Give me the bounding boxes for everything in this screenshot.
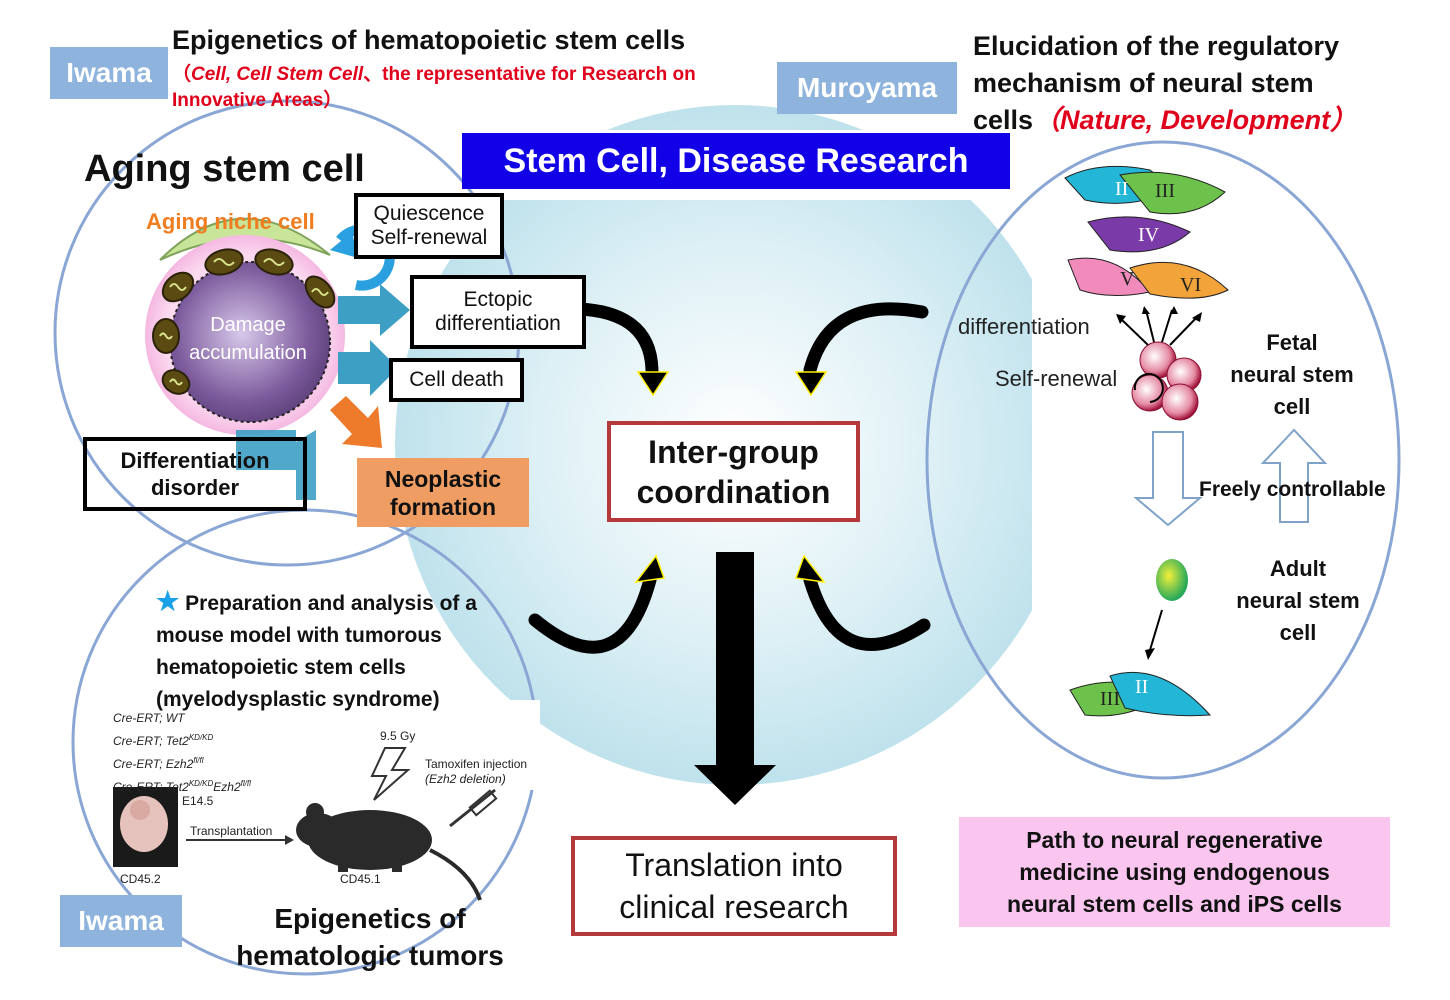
teal-arrows — [236, 284, 410, 500]
cell-label-ii-adult: II — [1135, 676, 1149, 698]
genotype-item: Cre-ERT; Tet2KD/KDEzh2fl/fl — [113, 779, 251, 794]
cell-label-iii-adult: III — [1100, 688, 1120, 710]
tamoxifen-label: Tamoxifen injection(Ezh2 deletion) — [425, 757, 528, 786]
self-renewal-label: Self-renewal — [995, 366, 1118, 391]
cell-label-iv: IV — [1138, 224, 1160, 246]
differentiation-label: differentiation — [958, 314, 1090, 339]
cd451-label: CD45.1 — [340, 872, 381, 886]
neural-regulation-title: Elucidation of the regulatory mechanism … — [973, 31, 1358, 135]
iwama-tag-bottom: Iwama — [60, 895, 182, 947]
stem-cell-disease-banner: Stem Cell, Disease Research — [462, 133, 1010, 189]
e145-label: E14.5 — [182, 794, 214, 808]
aging-stem-cell-graphic — [145, 217, 345, 435]
down-arrow-translation — [694, 552, 776, 805]
neural-cell-shapes — [1064, 165, 1229, 717]
orange-arrow — [330, 396, 382, 448]
muroyama-tag: Muroyama — [777, 62, 957, 114]
cell-label-v: V — [1120, 268, 1135, 290]
hsc-epigenetics-subtitle: （Cell, Cell Stem Cell、the representative… — [172, 64, 696, 111]
star-icon: ★ — [156, 586, 180, 616]
neural-ellipse-outline — [925, 140, 1401, 780]
fetal-stem-cell-cluster — [1131, 341, 1202, 421]
radiation-dose-label: 9.5 Gy — [380, 729, 416, 743]
cell-label-ii: II — [1115, 178, 1129, 200]
syringe — [449, 788, 498, 828]
aging-stem-cell-title: Aging stem cell — [84, 148, 365, 190]
hollow-arrows — [1133, 428, 1328, 527]
transplant-arrow — [186, 835, 294, 845]
adult-stem-cell — [1156, 559, 1188, 601]
genotype-item: Cre-ERT; Tet2KD/KD — [113, 733, 214, 748]
mouse-silhouette — [296, 803, 482, 901]
freely-controllable-label: Freely controllable — [1199, 478, 1386, 501]
genotype-item: Cre-ERT; Ezh2fl/fl — [113, 756, 204, 771]
radiation-bolt — [370, 747, 411, 801]
aging-niche-label: Aging niche cell — [146, 209, 315, 234]
transplantation-label: Transplantation — [190, 824, 273, 838]
cd452-label: CD45.2 — [120, 872, 161, 886]
cell-label-iii: III — [1155, 180, 1175, 202]
hsc-epigenetics-title: Epigenetics of hematopoietic stem cells — [172, 25, 686, 55]
differentiation-arrows — [1119, 309, 1199, 346]
curved-arrowheads — [634, 371, 828, 584]
genotype-item: Cre-ERT; WT — [113, 711, 185, 725]
mouse-model-description: ★ Preparation and analysis of a mouse mo… — [156, 586, 477, 711]
cell-label-vi: VI — [1180, 274, 1202, 296]
embryo-image — [113, 787, 178, 867]
genotype-list: Cre-ERT; WT Cre-ERT; Tet2KD/KD Cre-ERT; … — [113, 709, 251, 797]
cell-death-box: Cell death — [389, 358, 524, 402]
adult-arrow — [1145, 609, 1163, 660]
iwama-tag-top: Iwama — [50, 47, 168, 99]
